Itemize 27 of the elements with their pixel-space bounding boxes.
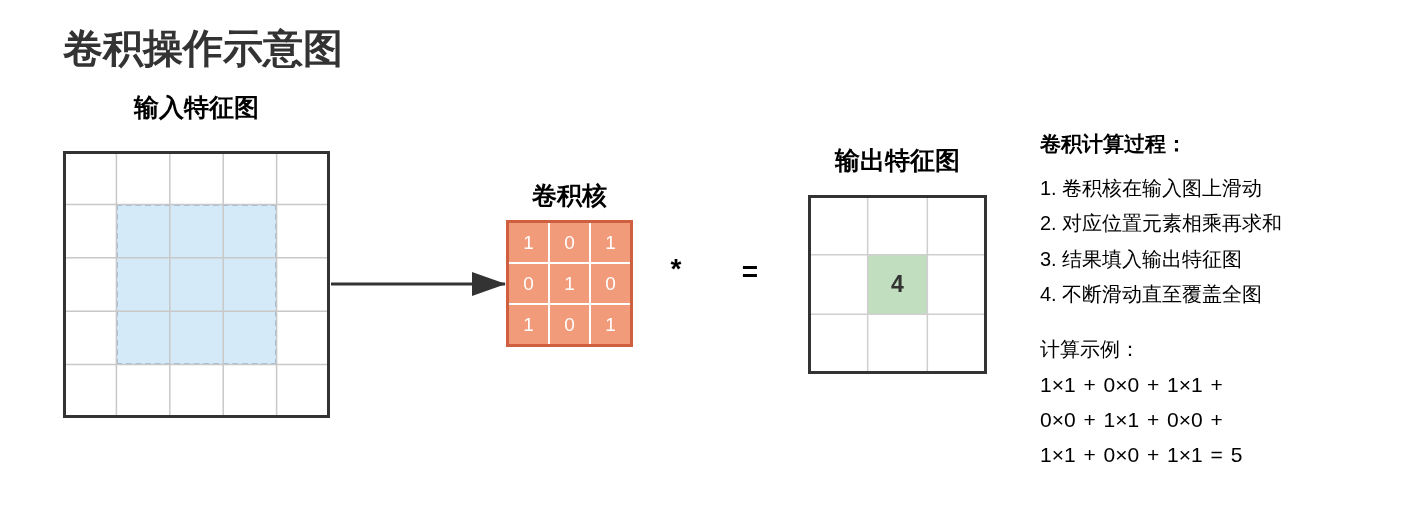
kernel-cell: 1: [550, 264, 589, 303]
kernel-cell: 0: [591, 264, 630, 303]
sliding-window: [116, 204, 277, 365]
kernel-cell: 0: [550, 305, 589, 344]
kernel-cell: 0: [550, 223, 589, 262]
kernel-cell: 1: [509, 305, 548, 344]
formula-text: 1×1 + 0×0 + 1×1 +: [1040, 371, 1223, 398]
step-text: 4. 不断滑动直至覆盖全图: [1040, 282, 1263, 307]
step-text: 2. 对应位置元素相乘再求和: [1040, 211, 1283, 236]
output-cell: 4: [867, 254, 928, 315]
kernel-cell: 1: [591, 223, 630, 262]
arrow: [331, 272, 506, 296]
step-text: 3. 结果填入输出特征图: [1040, 247, 1243, 272]
kernel-cell: 1: [591, 305, 630, 344]
kernel-cell: 0: [509, 264, 548, 303]
kernel-cell: 1: [509, 223, 548, 262]
title: 卷积操作示意图: [63, 25, 343, 72]
operator-symbol: =: [741, 255, 759, 289]
example-heading: 计算示例：: [1040, 337, 1140, 362]
operator-symbol: *: [670, 252, 682, 286]
formula-text: 1×1 + 0×0 + 1×1 = 5: [1040, 441, 1243, 468]
step-text: 1. 卷积核在输入图上滑动: [1040, 176, 1263, 201]
grid-title: 输入特征图: [134, 92, 259, 123]
grid-title: 卷积核: [532, 180, 607, 211]
formula-text: 0×0 + 1×1 + 0×0 +: [1040, 406, 1223, 433]
grid-title: 输出特征图: [835, 145, 960, 176]
section-heading: 卷积计算过程：: [1040, 130, 1187, 157]
